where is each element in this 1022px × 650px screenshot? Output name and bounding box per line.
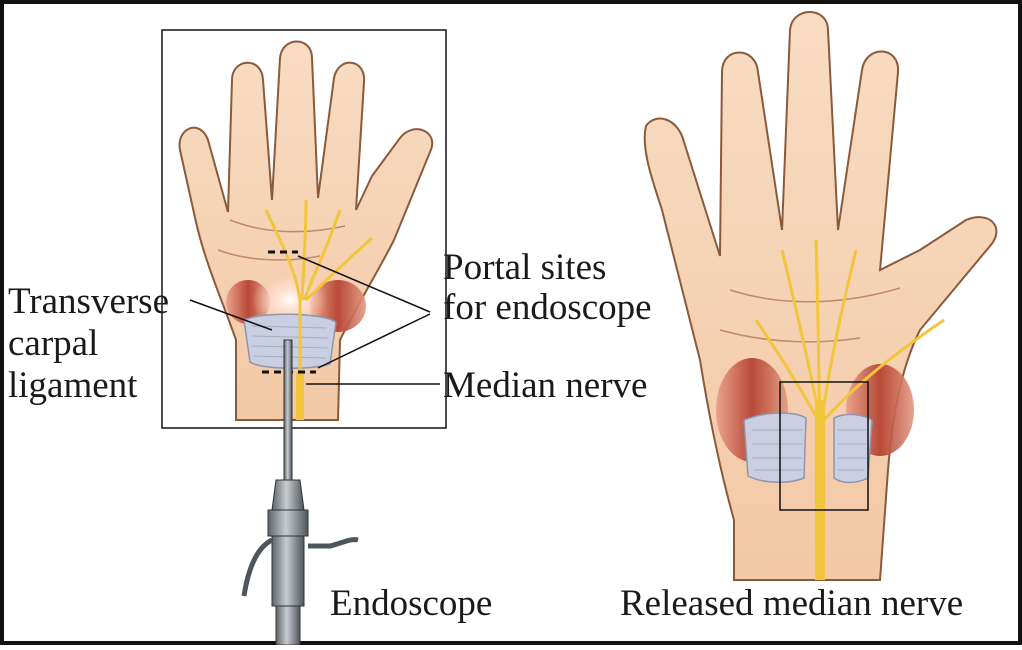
ligament-right-half [834,414,872,482]
endoscope-shaft [284,340,292,480]
right-hand [645,12,997,580]
left-hand [180,42,433,421]
endoscope-body-upper [268,510,308,536]
endoscope-body [272,536,304,606]
portal-sites-label-line2: for endoscope [443,288,652,328]
median-nerve-label: Median nerve [443,366,647,406]
endoscope-handle [276,606,300,645]
ligament-left-half [744,413,806,482]
portal-sites-label: Portal sites [443,248,606,288]
ligament-label-line2: carpal [8,324,98,364]
ligament-label-line3: ligament [8,366,137,406]
endoscope-label: Endoscope [330,584,492,624]
released-median-nerve-label: Released median nerve [620,584,963,624]
endoscope-collar [272,480,304,510]
endoscope-port-right [308,540,358,546]
endoscope-cable-left [244,540,272,596]
ligament-label: Transverse [8,282,169,322]
